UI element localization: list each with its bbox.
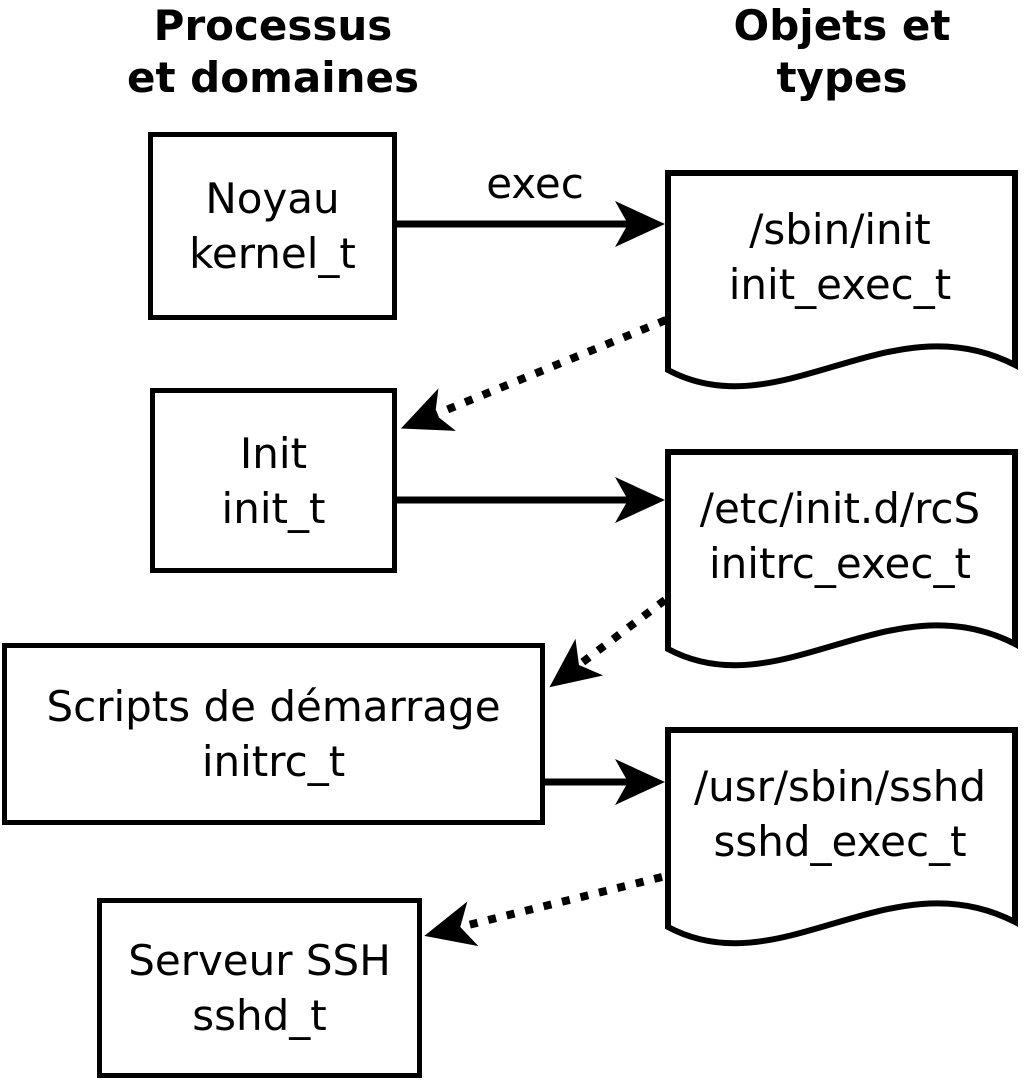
- transition-arrow-to-sshd-domain: [424, 873, 663, 947]
- object-path: /usr/sbin/sshd: [693, 762, 987, 811]
- process-name: Scripts de démarrage: [46, 682, 501, 731]
- process-domain: init_t: [221, 483, 326, 533]
- transition-arrow-to-initrc-domain: [549, 596, 668, 688]
- header-line: Processus: [153, 1, 393, 50]
- document-shape-etc-initd-rcs: [665, 449, 1018, 669]
- process-box-label: Scripts de démarrage initrc_t: [46, 679, 500, 789]
- header-line: et domaines: [127, 53, 419, 102]
- process-name: Serveur SSH: [128, 936, 391, 985]
- process-box-kernel: Noyau kernel_t: [148, 132, 397, 320]
- transition-arrow-to-init-domain: [400, 316, 668, 431]
- process-domain: kernel_t: [189, 229, 356, 278]
- document-shape-usr-sbin-sshd: [665, 727, 1018, 947]
- object-path: /etc/init.d/rcS: [699, 484, 981, 533]
- header-line: types: [776, 53, 908, 102]
- object-type: sshd_exec_t: [713, 817, 967, 866]
- object-path: /sbin/init: [749, 205, 931, 254]
- process-box-initrc: Scripts de démarrage initrc_t: [2, 643, 545, 825]
- process-name: Init: [239, 428, 308, 478]
- column-header-objects: Objets et types: [672, 0, 1012, 104]
- process-box-label: Init init_t: [222, 426, 326, 536]
- process-domain: sshd_t: [192, 991, 327, 1040]
- process-name: Noyau: [205, 174, 340, 223]
- process-box-label: Noyau kernel_t: [189, 171, 356, 281]
- object-label-sbin-init: /sbin/init init_exec_t: [665, 173, 1015, 341]
- document-shape-sbin-init: [665, 170, 1018, 390]
- object-label-usr-sbin-sshd: /usr/sbin/sshd sshd_exec_t: [665, 730, 1015, 898]
- process-domain: initrc_t: [201, 737, 346, 786]
- process-box-label: Serveur SSH sshd_t: [128, 933, 391, 1043]
- process-box-sshd: Serveur SSH sshd_t: [97, 898, 422, 1078]
- object-type: init_exec_t: [728, 260, 952, 309]
- object-type: initrc_exec_t: [709, 539, 971, 588]
- process-box-init: Init init_t: [150, 388, 397, 573]
- header-line: Objets et: [733, 1, 951, 50]
- object-label-etc-initd-rcs: /etc/init.d/rcS initrc_exec_t: [665, 452, 1015, 620]
- exec-arrow-label: exec: [486, 159, 584, 208]
- column-header-processes: Processus et domaines: [103, 0, 443, 104]
